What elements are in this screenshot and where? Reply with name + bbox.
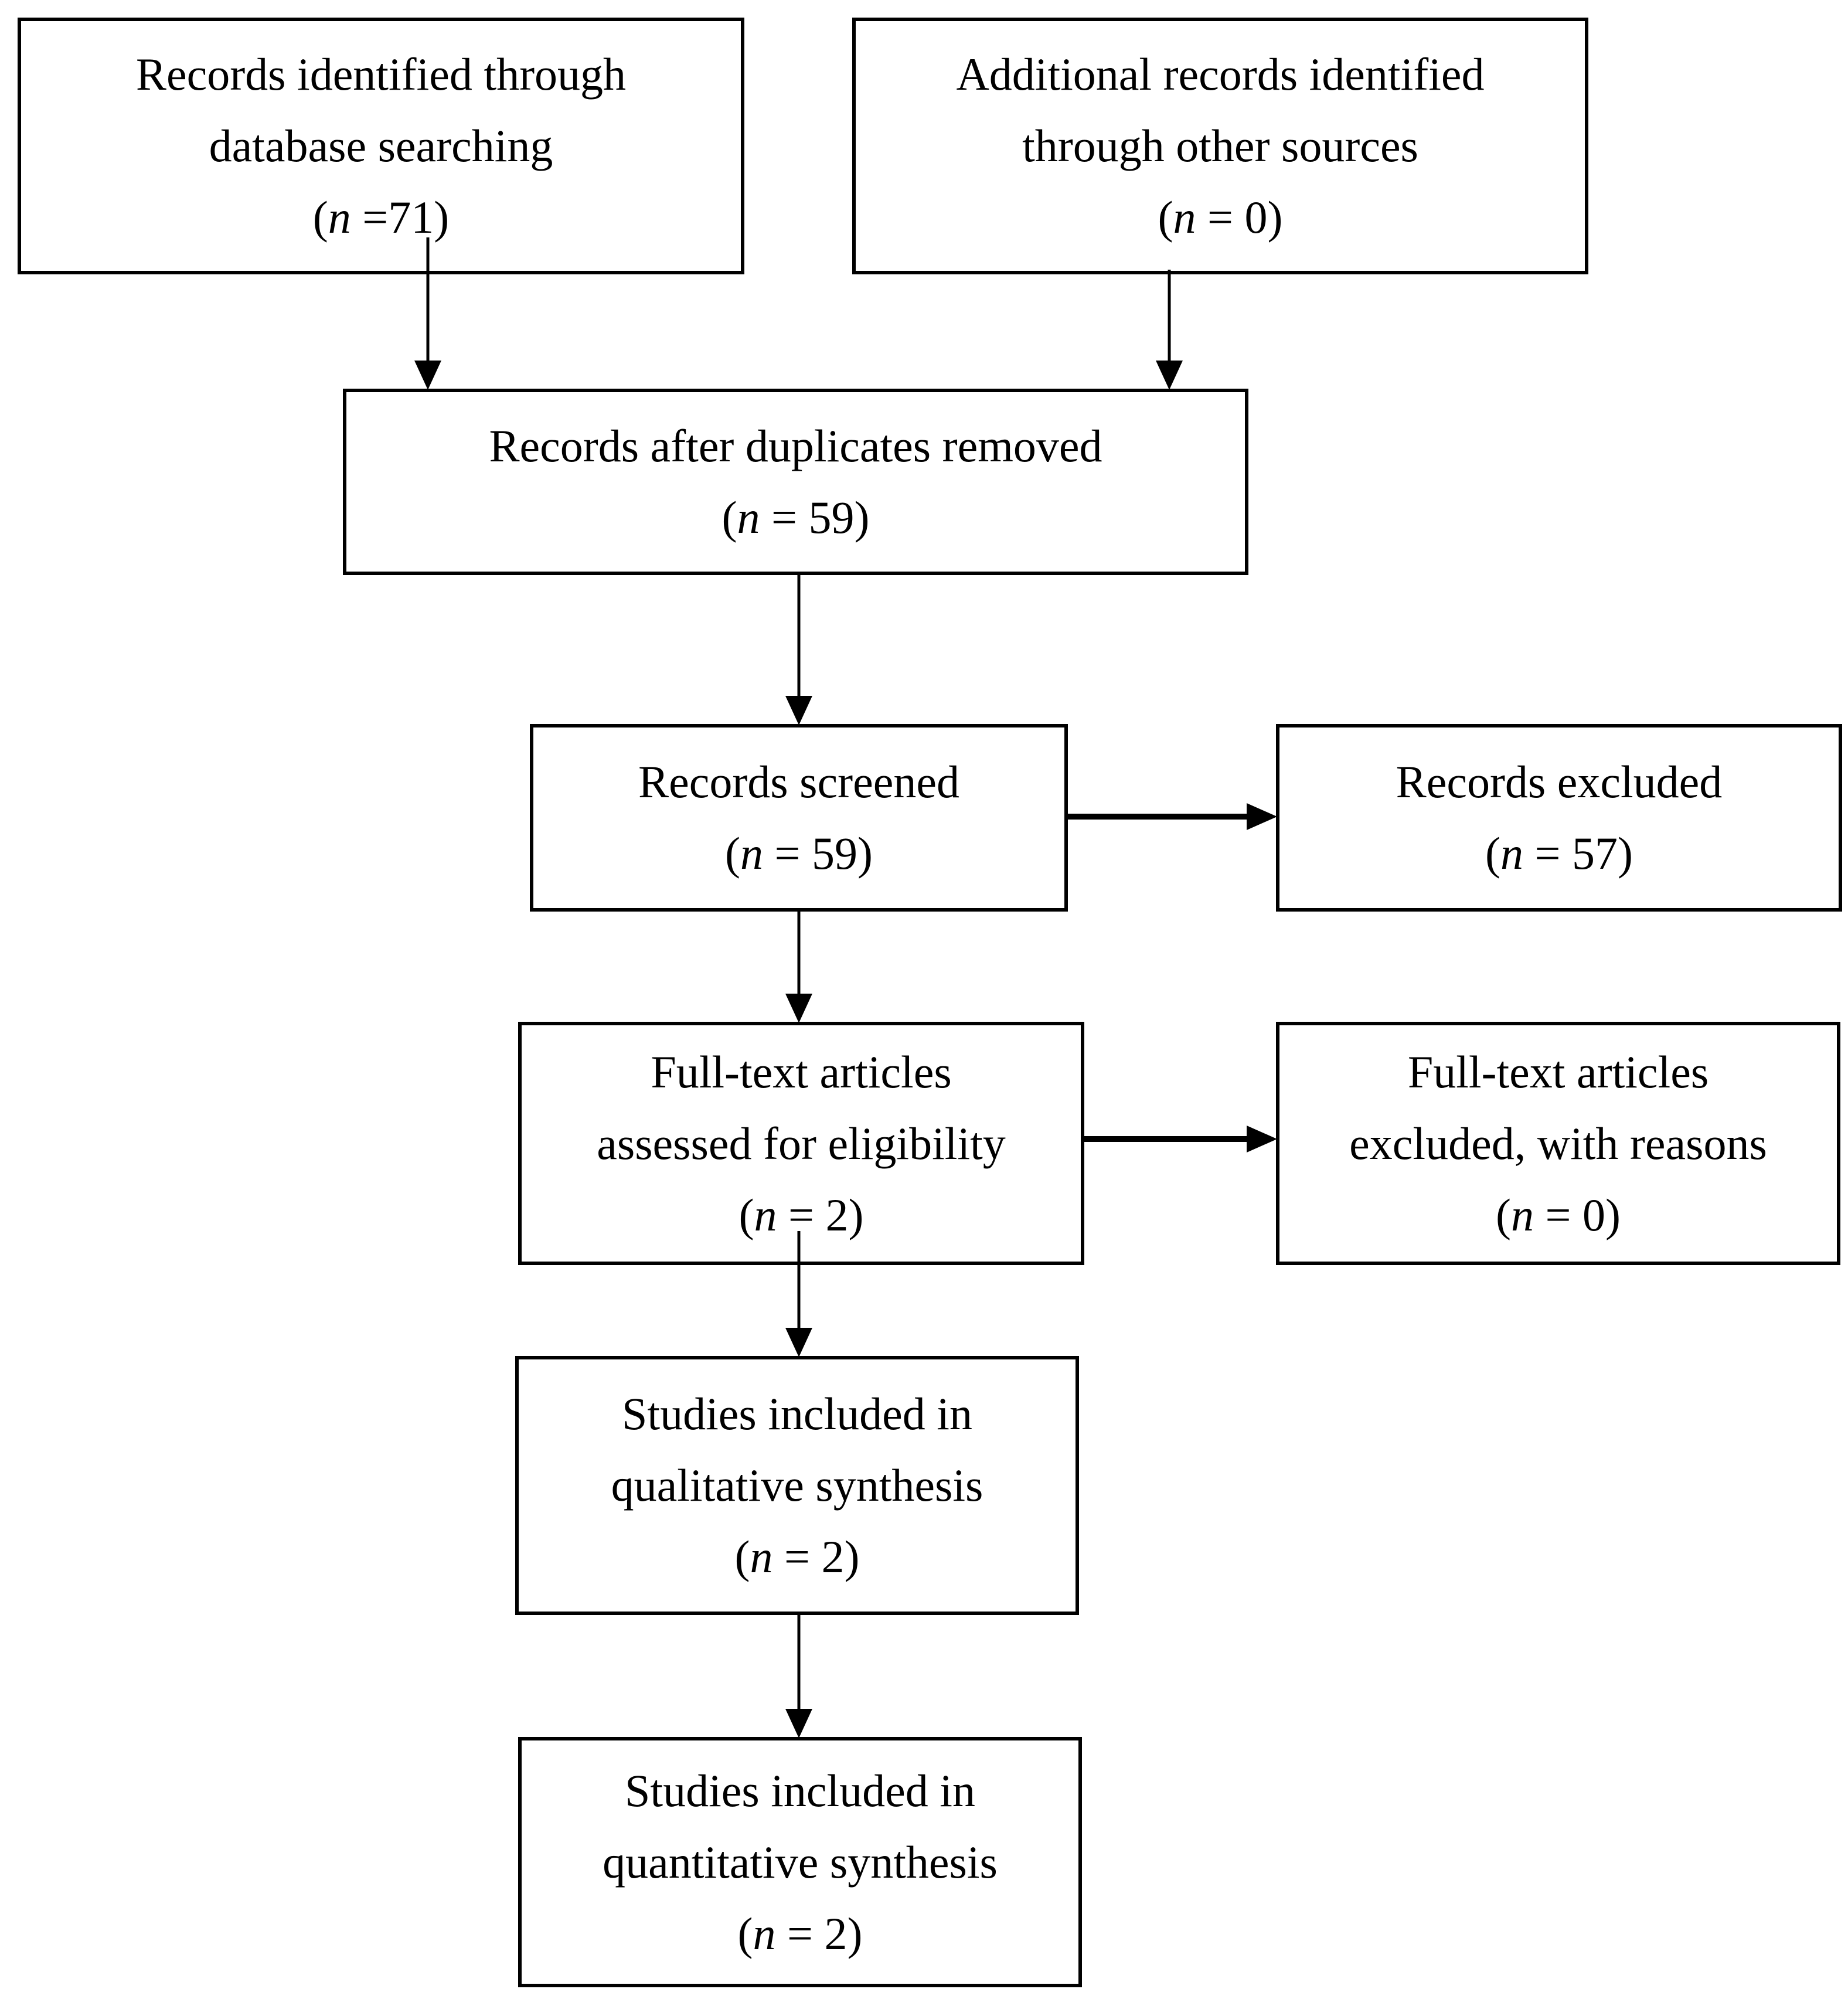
box-label-line: qualitative synthesis [611, 1460, 983, 1511]
box-count: (n = 0) [1496, 1189, 1621, 1240]
box-count: (n = 2) [738, 1189, 864, 1240]
box-count: (n = 59) [721, 492, 870, 543]
arrow-additional-to-duplicates [1156, 270, 1183, 390]
box-label-line: Studies included in [622, 1388, 972, 1439]
box-label-line: Records excluded [1396, 756, 1723, 807]
box-label-line: through other sources [1022, 120, 1418, 171]
arrow-screened-to-fulltext [785, 910, 812, 1023]
box-label-line: Records identified through [135, 49, 627, 100]
box-label-line: Full-text articles [651, 1046, 952, 1097]
box-count: (n =71) [312, 192, 450, 243]
box-additional-records: Additional records identified through ot… [852, 18, 1588, 274]
arrow-fulltext-to-excluded [1083, 1126, 1277, 1153]
box-label-line: Records after duplicates removed [489, 420, 1102, 471]
box-records-identified: Records identified through database sear… [18, 18, 744, 274]
arrow-qualitative-to-quantitative [785, 1613, 812, 1738]
box-label-line: quantitative synthesis [603, 1836, 998, 1888]
box-count: (n = 0) [1158, 192, 1283, 243]
box-count: (n = 2) [734, 1531, 860, 1582]
box-records-excluded: Records excluded (n = 57) [1276, 724, 1842, 912]
box-count: (n = 2) [737, 1908, 863, 1959]
box-records-screened: Records screened (n = 59) [530, 724, 1068, 912]
box-label-line: Full-text articles [1407, 1046, 1709, 1097]
box-qualitative-synthesis: Studies included in qualitative synthesi… [515, 1356, 1079, 1615]
box-label-line: excluded, with reasons [1349, 1117, 1767, 1169]
box-count: (n = 59) [725, 828, 873, 879]
box-label-line: Studies included in [625, 1765, 975, 1816]
box-quantitative-synthesis: Studies included in quantitative synthes… [518, 1737, 1082, 1987]
arrow-duplicates-to-screened [785, 573, 812, 725]
box-fulltext-excluded: Full-text articles excluded, with reason… [1276, 1022, 1840, 1265]
box-fulltext-assessed: Full-text articles assessed for eligibil… [518, 1022, 1084, 1265]
box-label-line: assessed for eligibility [597, 1117, 1006, 1169]
box-records-after-duplicates: Records after duplicates removed (n = 59… [343, 389, 1248, 575]
box-label-line: Records screened [638, 756, 959, 807]
box-label-line: Additional records identified [956, 49, 1485, 100]
box-label-line: database searching [209, 120, 553, 171]
box-count: (n = 57) [1485, 828, 1633, 879]
arrow-screened-to-excluded [1067, 803, 1277, 830]
